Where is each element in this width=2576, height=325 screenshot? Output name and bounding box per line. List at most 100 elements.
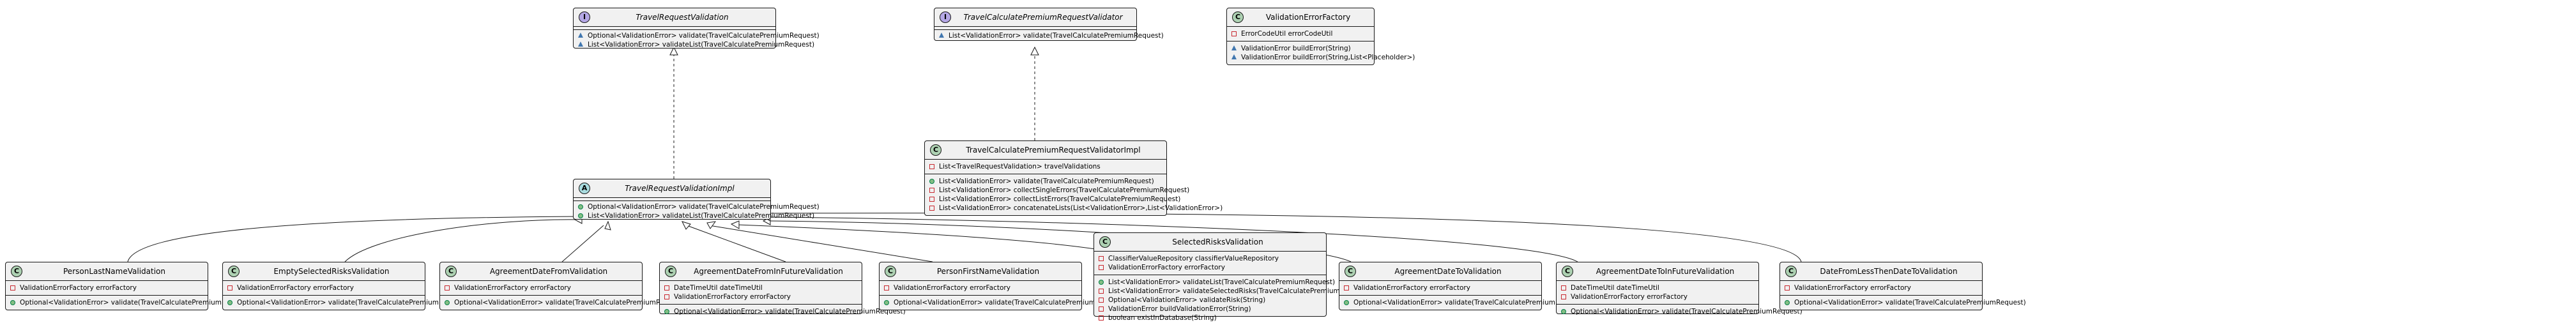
class-empty-selected-risks-validation[interactable]: C EmptySelectedRisksValidation Validatio… <box>222 262 469 310</box>
inheritance-arrowhead-interface <box>669 46 678 56</box>
private-visibility-icon <box>1561 294 1566 299</box>
class-person-last-name-validation[interactable]: C PersonLastNameValidation ValidationErr… <box>5 262 252 310</box>
method-row: Optional<ValidationError> validate(Trave… <box>574 31 819 40</box>
class-icon: C <box>1232 11 1244 23</box>
class-name: SelectedRisksValidation <box>1172 238 1263 246</box>
class-selected-risks-validation[interactable]: C SelectedRisksValidation ClassifierValu… <box>1094 232 1369 322</box>
class-agreement-date-from-validation[interactable]: C AgreementDateFromValidation Validation… <box>439 262 686 310</box>
method-row: ValidationError buildError(String,List<P… <box>1227 53 1415 62</box>
method-row: ValidationError buildValidationError(Str… <box>1094 305 1326 314</box>
inheritance-arrowhead-5 <box>706 221 717 229</box>
private-visibility-icon <box>1099 298 1104 303</box>
private-visibility-icon <box>929 206 934 211</box>
class-travel-calculate-premium-request-validator[interactable]: I TravelCalculatePremiumRequestValidator… <box>934 8 1164 41</box>
class-person-first-name-validation[interactable]: C PersonFirstNameValidation ValidationEr… <box>879 262 1125 310</box>
class-travel-request-validation-impl[interactable]: A TravelRequestValidationImpl Optional<V… <box>573 179 819 220</box>
class-icon: C <box>1562 266 1573 277</box>
private-visibility-icon <box>445 285 450 291</box>
private-visibility-icon <box>929 197 934 202</box>
class-name: PersonLastNameValidation <box>63 267 165 276</box>
private-visibility-icon <box>1099 256 1104 261</box>
class-agreement-date-from-in-future-validation[interactable]: C AgreementDateFromInFutureValidation Da… <box>659 262 906 315</box>
relation-agreement-date-from <box>561 225 604 262</box>
method-row: List<ValidationError> validateList(Trave… <box>574 211 814 220</box>
private-visibility-icon <box>1561 285 1566 291</box>
class-travel-calculate-premium-request-validator-impl[interactable]: C TravelCalculatePremiumRequestValidator… <box>924 140 1223 216</box>
class-icon: C <box>228 266 240 277</box>
field-row: ValidationErrorFactory errorFactory <box>880 283 1081 292</box>
package-visibility-icon <box>578 42 583 47</box>
package-visibility-icon <box>1231 54 1237 59</box>
class-name: AgreementDateFromValidation <box>489 267 608 276</box>
public-visibility-icon <box>884 300 889 305</box>
package-visibility-icon <box>578 33 583 38</box>
private-visibility-icon <box>1099 306 1104 312</box>
field-row: ValidationErrorFactory errorFactory <box>660 292 862 301</box>
inheritance-arrowhead-4 <box>682 221 691 230</box>
inheritance-arrowhead-validator-interface <box>1030 46 1039 56</box>
relation-agreement-date-to-in-future <box>769 216 1578 262</box>
package-visibility-icon <box>939 33 944 38</box>
class-agreement-date-to-validation[interactable]: C AgreementDateToValidation ValidationEr… <box>1339 262 1585 310</box>
method-row: Optional<ValidationError> validate(Trave… <box>1339 298 1585 307</box>
public-visibility-icon <box>445 300 450 305</box>
class-name: ValidationErrorFactory <box>1265 13 1351 22</box>
class-icon: C <box>1099 236 1111 248</box>
private-visibility-icon <box>1099 289 1104 294</box>
field-row: ValidationErrorFactory errorFactory <box>1094 263 1326 272</box>
private-visibility-icon <box>10 285 15 291</box>
class-name: TravelRequestValidation <box>636 13 729 22</box>
private-visibility-icon <box>929 164 934 169</box>
class-agreement-date-to-in-future-validation[interactable]: C AgreementDateToInFutureValidation Date… <box>1556 262 1802 315</box>
public-visibility-icon <box>929 179 934 184</box>
private-visibility-icon <box>227 285 232 291</box>
method-row: List<ValidationError> validateList(Trave… <box>1094 278 1335 287</box>
inheritance-arrowhead-6 <box>730 220 740 229</box>
abstract-class-icon: A <box>579 183 590 194</box>
method-row: List<ValidationError> validateSelectedRi… <box>1094 287 1369 296</box>
method-row: List<ValidationError> validate(TravelCal… <box>925 177 1166 186</box>
public-visibility-icon <box>10 300 15 305</box>
method-row: List<ValidationError> validateList(Trave… <box>574 40 814 49</box>
field-row: DateTimeUtil dateTimeUtil <box>1557 283 1758 292</box>
package-visibility-icon <box>1231 45 1237 50</box>
method-row: Optional<ValidationError> validateRisk(S… <box>1094 296 1326 305</box>
method-row: Optional<ValidationError> validate(Trave… <box>574 202 819 211</box>
private-visibility-icon <box>1231 31 1237 36</box>
class-name: PersonFirstNameValidation <box>936 267 1040 276</box>
public-visibility-icon <box>578 204 583 209</box>
class-travel-request-validation[interactable]: I TravelRequestValidation Optional<Valid… <box>573 8 819 49</box>
field-row: List<TravelRequestValidation> travelVali… <box>925 162 1166 171</box>
method-row: Optional<ValidationError> validate(Trave… <box>6 298 252 307</box>
private-visibility-icon <box>1099 315 1104 321</box>
public-visibility-icon <box>1561 309 1566 314</box>
private-visibility-icon <box>1344 285 1349 291</box>
field-row: ValidationErrorFactory errorFactory <box>1780 283 1982 292</box>
class-icon: C <box>445 266 457 277</box>
public-visibility-icon <box>664 309 669 314</box>
method-row: Optional<ValidationError> validate(Trave… <box>1780 298 2026 307</box>
inheritance-arrowhead-3 <box>604 220 611 231</box>
field-row: ClassifierValueRepository classifierValu… <box>1094 254 1326 263</box>
field-row: ValidationErrorFactory errorFactory <box>1339 283 1541 292</box>
class-validation-error-factory[interactable]: C ValidationErrorFactory ErrorCodeUtil e… <box>1226 8 1415 65</box>
class-icon: C <box>665 266 676 277</box>
interface-icon: I <box>579 11 590 23</box>
relation-agreement-date-from-in-future <box>686 225 786 262</box>
private-visibility-icon <box>1785 285 1790 291</box>
method-row: ValidationError buildError(String) <box>1227 44 1374 53</box>
method-row: Optional<ValidationError> validate(Trave… <box>880 298 1125 307</box>
public-visibility-icon <box>578 213 583 218</box>
method-row: List<ValidationError> collectSingleError… <box>925 186 1189 195</box>
private-visibility-icon <box>884 285 889 291</box>
field-row: ErrorCodeUtil errorCodeUtil <box>1227 29 1374 38</box>
class-date-from-less-then-date-to-validation[interactable]: C DateFromLessThenDateToValidation Valid… <box>1780 262 2026 310</box>
class-name: TravelRequestValidationImpl <box>625 184 735 193</box>
public-visibility-icon <box>1099 280 1104 285</box>
method-row: Optional<ValidationError> validate(Trave… <box>223 298 469 307</box>
class-name: TravelCalculatePremiumRequestValidator <box>963 13 1123 22</box>
method-row: List<ValidationError> collectListErrors(… <box>925 195 1180 204</box>
class-name: AgreementDateToValidation <box>1394 267 1502 276</box>
class-name: DateFromLessThenDateToValidation <box>1820 267 1958 276</box>
class-name: EmptySelectedRisksValidation <box>273 267 390 276</box>
